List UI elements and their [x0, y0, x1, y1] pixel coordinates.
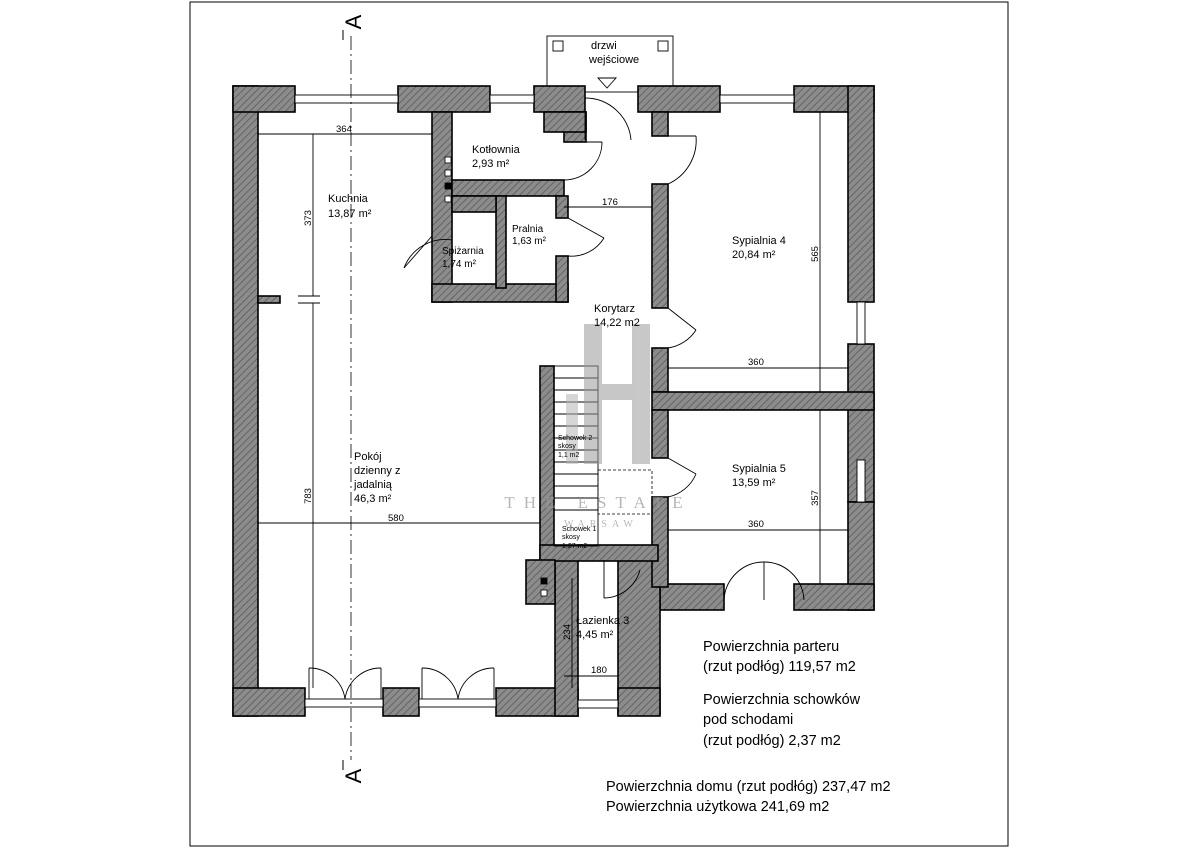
summary-schowki-line3: (rzut podłóg) 2,37 m2: [703, 733, 841, 749]
summary-schowki-line1: Powierzchnia schowków: [703, 692, 861, 708]
dim-364: 364: [336, 124, 352, 135]
room-pralnia-name: Pralnia: [512, 224, 544, 235]
room-pralnia-area: 1,63 m²: [512, 236, 547, 247]
room-lazienka3-name: Łazienka 3: [576, 615, 629, 627]
section-axis: [342, 30, 352, 770]
room-kotlownia-area: 2,93 m²: [472, 158, 510, 170]
room-pokoj-line2: dzienny z: [354, 465, 400, 477]
chimney-vents: [444, 156, 548, 597]
room-pokoj-area: 46,3 m²: [354, 493, 392, 505]
entrance-label-line2: wejściowe: [588, 54, 639, 66]
interior-walls: [257, 111, 875, 605]
dim-565: 565: [810, 246, 821, 262]
dim-357: 357: [810, 490, 821, 506]
room-schowek2-line2: skosy: [558, 443, 576, 450]
room-schowek2-area: 1,1 m2: [558, 452, 580, 459]
room-sypialnia4-name: Sypialnia 4: [732, 235, 786, 247]
room-korytarz-name: Korytarz: [594, 303, 635, 315]
watermark-line1: THE ESTATE: [504, 493, 691, 512]
dim-373: 373: [303, 210, 314, 226]
sheet-frame: [189, 1, 1009, 847]
room-spizarnia-area: 1,74 m²: [442, 259, 477, 270]
dim-180: 180: [591, 665, 607, 676]
dim-360-bottom: 360: [748, 519, 764, 530]
section-marker-top: A: [341, 14, 366, 29]
room-korytarz-area: 14,22 m2: [594, 317, 640, 329]
dim-580: 580: [388, 513, 404, 524]
doors: [308, 97, 805, 700]
room-kuchnia-name: Kuchnia: [328, 193, 369, 205]
room-sypialnia5-name: Sypialnia 5: [732, 463, 786, 475]
room-pokoj-line1: Pokój: [354, 451, 382, 463]
dimension-lines: [258, 112, 848, 688]
room-kotlownia-name: Kotłownia: [472, 144, 521, 156]
room-schowek1-line2: skosy: [562, 534, 580, 541]
watermark-logo: [566, 324, 650, 464]
room-spizarnia-name: Spiżarnia: [442, 246, 484, 257]
watermark-line2: WARSAW: [564, 519, 638, 530]
dim-783: 783: [303, 488, 314, 504]
room-schowek2-line1: Schowek 2: [558, 435, 592, 442]
summary-uzytkowa: Powierzchnia użytkowa 241,69 m2: [606, 799, 829, 815]
dim-234: 234: [562, 624, 573, 640]
section-marker-bottom: A: [341, 768, 366, 783]
windows: [294, 94, 866, 709]
summary-schowki-line2: pod schodami: [703, 712, 793, 728]
room-sypialnia4-area: 20,84 m²: [732, 249, 776, 261]
summary-parter-line1: Powierzchnia parteru: [703, 639, 839, 655]
room-pokoj-line3: jadalnią: [353, 479, 393, 491]
room-kuchnia-area: 13,87 m²: [328, 208, 372, 220]
room-schowek1-line1: Schowek 1: [562, 526, 596, 533]
room-lazienka3-area: 4,45 m²: [576, 629, 614, 641]
entrance-canopy: [546, 35, 674, 93]
entrance-label-line1: drzwi: [591, 40, 617, 52]
dim-176: 176: [602, 197, 618, 208]
summary-parter-line2: (rzut podłóg) 119,57 m2: [703, 659, 856, 675]
room-schowek1-area: 1,27 m2: [562, 543, 587, 550]
summary-dom: Powierzchnia domu (rzut podłóg) 237,47 m…: [606, 779, 891, 795]
room-sypialnia5-area: 13,59 m²: [732, 477, 776, 489]
dim-360-top: 360: [748, 357, 764, 368]
